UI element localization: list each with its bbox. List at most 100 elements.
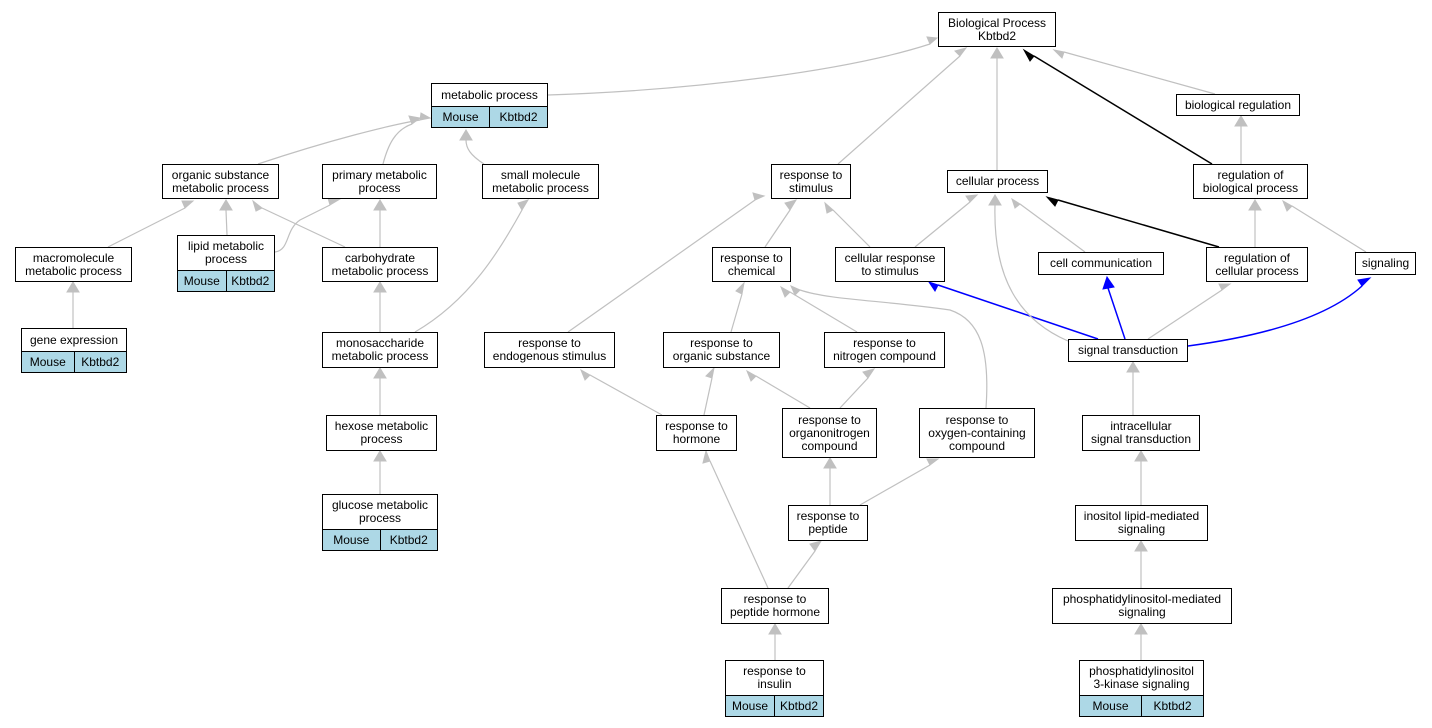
edge-line bbox=[414, 209, 523, 333]
edge-line bbox=[730, 293, 743, 333]
edge-arrowhead bbox=[327, 197, 342, 206]
edge-arrowhead bbox=[790, 285, 801, 296]
node-label-line: cellular process bbox=[955, 174, 1040, 188]
edge-arrowhead bbox=[373, 450, 387, 462]
node-label: signaling bbox=[1356, 253, 1415, 274]
node-label-line: response to bbox=[720, 250, 783, 265]
node-signaling[interactable]: signaling bbox=[1355, 252, 1416, 275]
node-signal-transduction[interactable]: signal transduction bbox=[1068, 339, 1188, 362]
edge-line bbox=[832, 209, 871, 248]
edge-line bbox=[994, 204, 1069, 342]
node-label: gene expression bbox=[22, 329, 126, 351]
annotation-species: Mouse bbox=[183, 273, 220, 288]
node-label-line: nitrogen compound bbox=[833, 349, 936, 363]
edge-arrowhead bbox=[66, 281, 80, 293]
node-label-line: inositol lipid-mediated bbox=[1083, 509, 1200, 523]
edge-line bbox=[1033, 55, 1213, 165]
edge-arrowhead bbox=[1134, 623, 1148, 635]
edge-arrowhead bbox=[823, 457, 837, 469]
node-label-line: metabolic process bbox=[331, 349, 429, 363]
node-label-line: Biological Process bbox=[947, 15, 1047, 30]
edge-arrowhead bbox=[780, 285, 791, 298]
node-label-line: chemical bbox=[727, 263, 776, 278]
node-cellular-process[interactable]: cellular process bbox=[947, 170, 1048, 193]
node-label-line: stimulus bbox=[788, 180, 833, 195]
edge-line bbox=[859, 464, 931, 506]
node-label-line: process bbox=[358, 180, 401, 195]
node-label-line: response to bbox=[743, 592, 807, 606]
node-label-line: metabolic process bbox=[331, 263, 429, 278]
node-label-line: cellular process bbox=[1215, 263, 1299, 278]
node-label-line: response to bbox=[853, 336, 916, 350]
node-label-line: small molecule bbox=[500, 167, 581, 182]
node-label-line: Kbtbd2 bbox=[977, 28, 1017, 43]
edge-line bbox=[837, 55, 961, 165]
edge-arrowhead bbox=[580, 368, 591, 381]
edge-arrowhead bbox=[408, 115, 422, 125]
node-cell-communication[interactable]: cell communication bbox=[1038, 252, 1164, 275]
node-label-line: response to bbox=[945, 412, 1009, 427]
node-biological-regulation[interactable]: biological regulation bbox=[1176, 94, 1300, 116]
node-label-line: cellular response bbox=[844, 250, 936, 265]
node-label-line: organic substance bbox=[171, 167, 270, 182]
node-label-line: oxygen-containing bbox=[928, 425, 1026, 440]
node-label-line: lipid metabolic bbox=[187, 239, 265, 253]
node-label-line: hormone bbox=[672, 432, 721, 446]
edge-arrowhead bbox=[965, 194, 979, 203]
node-label-line: phosphatidylinositol bbox=[1089, 664, 1194, 678]
annotation-species: Mouse bbox=[29, 354, 66, 369]
edge-line bbox=[789, 291, 858, 333]
edge-arrowhead bbox=[1282, 199, 1293, 212]
node-label-line: signaling bbox=[1118, 605, 1166, 619]
edge-arrowhead bbox=[954, 47, 968, 57]
edge-arrowhead bbox=[181, 200, 195, 209]
edge-arrowhead bbox=[459, 129, 473, 141]
node-label-line: process bbox=[360, 432, 403, 446]
